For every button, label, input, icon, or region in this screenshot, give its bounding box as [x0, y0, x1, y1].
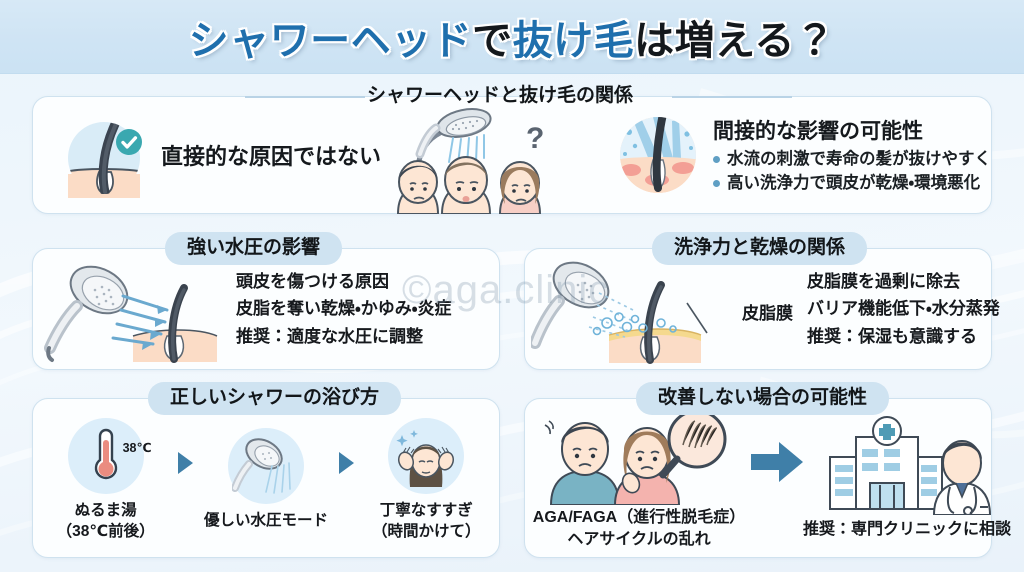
- panel-strong-water-pressure: 頭皮を傷つける原因 皮脂を奪い乾燥・かゆみ・炎症 推奨：適度な水圧に調整: [32, 248, 500, 370]
- step-gentle-pressure: 優しい水圧モード: [204, 428, 328, 531]
- panel2-line-3: 推奨：適度な水圧に調整: [236, 326, 423, 346]
- title-bar: シャワーヘッドで抜け毛は増える？: [0, 0, 1024, 74]
- step-2-circle: [227, 428, 304, 505]
- step-careful-rinsing: 丁寧なすすぎ （時間かけて）: [365, 418, 487, 542]
- step-2-label: 優しい水圧モード: [204, 511, 328, 531]
- panel1-header-rule-left: [245, 96, 365, 98]
- panel1-bullet-2: 高い洗浄力で頭皮が乾燥・環境悪化: [727, 173, 981, 192]
- irritated-hair-follicle-icon: [620, 117, 696, 193]
- panel-correct-shower-method: 38℃ ぬるま湯 （38℃前後）: [32, 398, 500, 558]
- panel3-line-3: 推奨：保湿も意識する: [807, 326, 977, 346]
- bullet-dot-icon: [713, 179, 720, 187]
- thermometer-icon: [94, 428, 117, 480]
- panel-cleansing-dryness-relation: 皮脂膜 皮脂膜を過剰に除去 バリア機能低下・水分蒸発 推奨：保湿も意識する: [524, 248, 1000, 370]
- showerhead-strong-jets-follicle-icon: [44, 265, 218, 363]
- page-title: シャワーヘッドで抜け毛は増える？: [189, 8, 836, 66]
- step-1-label-line1: ぬるま湯: [74, 502, 137, 520]
- panel3-header: 洗浄力と乾燥の関係: [652, 232, 868, 265]
- triangle-right-icon: [338, 452, 354, 474]
- step-3-circle: [388, 418, 465, 495]
- step-3-label-line2: （時間かけて）: [372, 522, 481, 540]
- panel1-bullet-list: 水流の刺激で寿命の髪が抜けやすく 高い洗浄力で頭皮が乾燥・環境悪化: [713, 148, 991, 196]
- step-2-label-line1: 優しい水圧モード: [203, 512, 328, 530]
- check-badge-icon: [116, 129, 142, 155]
- panel3-text-block: 皮脂膜を過剰に除去 バリア機能低下・水分蒸発 推奨：保湿も意識する: [807, 268, 1000, 351]
- step-3-label-line1: 丁寧なすすぎ: [379, 502, 473, 520]
- panel1-header: シャワーヘッドと抜け毛の関係: [367, 85, 634, 106]
- list-item: 高い洗浄力で頭皮が乾燥・環境悪化: [713, 172, 991, 196]
- panel-no-improvement-possibility: AGA/FAGA（進行性脱毛症） ヘアサイクルの乱れ: [524, 398, 1011, 558]
- panel5-left-caption: AGA/FAGA（進行性脱毛症） ヘアサイクルの乱れ: [533, 507, 745, 552]
- panel5-right-caption: 推奨：専門クリニックに相談: [803, 520, 1012, 538]
- step-1-label-line2: （38℃前後）: [56, 522, 155, 540]
- panel3-callout-label: 皮脂膜: [742, 304, 793, 323]
- step-1-badge: 38℃: [122, 441, 152, 456]
- step-lukewarm-water: 38℃ ぬるま湯 （38℃前後）: [45, 418, 167, 542]
- arrow-right-icon: [749, 440, 805, 489]
- title-segment-4: は増える？: [634, 18, 836, 63]
- panel1-left-caption: 直接的な原因ではない: [161, 144, 382, 169]
- panel2-header: 強い水圧の影響: [165, 232, 343, 265]
- title-segment-2: で: [472, 18, 513, 63]
- panel2-line-2: 皮脂を奪い乾燥・かゆみ・炎症: [236, 299, 452, 319]
- panel5-caption-line1: AGA/FAGA（進行性脱毛症）: [532, 508, 746, 526]
- worried-man-and-woman-with-magnifier-icon: [544, 409, 727, 505]
- triangle-right-icon: [178, 452, 194, 474]
- bullet-dot-icon: [713, 156, 720, 164]
- showerhead-with-three-worried-people-icon: ?: [396, 96, 607, 214]
- title-segment-3: 抜け毛: [512, 18, 635, 63]
- panel-shower-hairloss-relation: 直接的な原因ではない: [32, 96, 992, 214]
- panel1-header-rule-right: [672, 96, 792, 98]
- panel2-line-1: 頭皮を傷つける原因: [236, 271, 389, 291]
- healthy-hair-follicle-icon: [68, 122, 142, 198]
- panel5-caption-line2: ヘアサイクルの乱れ: [567, 531, 711, 548]
- list-item: 水流の刺激で寿命の髪が抜けやすく: [713, 148, 991, 172]
- panel1-right-heading: 間接的な影響の可能性: [713, 119, 923, 143]
- showerhead-gentle-icon: [231, 438, 291, 495]
- panel4-header: 正しいシャワーの浴び方: [148, 382, 402, 415]
- panel3-line-1: 皮脂膜を過剰に除去: [807, 271, 960, 291]
- step-1-circle: 38℃: [67, 418, 152, 495]
- woman-rinsing-hair-icon: [396, 430, 455, 488]
- hospital-and-doctor-icon: [829, 415, 992, 515]
- step-3-label: 丁寧なすすぎ （時間かけて）: [372, 501, 481, 542]
- panel1-bullet-1: 水流の刺激で寿命の髪が抜けやすく: [727, 149, 991, 168]
- question-mark-label: ?: [526, 122, 544, 155]
- panel2-text-block: 頭皮を傷つける原因 皮脂を奪い乾燥・かゆみ・炎症 推奨：適度な水圧に調整: [236, 268, 452, 351]
- panel5-header: 改善しない場合の可能性: [636, 382, 890, 415]
- title-segment-1: シャワーヘッド: [188, 18, 473, 63]
- panel3-line-2: バリア機能低下・水分蒸発: [807, 299, 1000, 319]
- showerhead-bubbles-follicle-icon: [531, 261, 708, 364]
- step-1-label: ぬるま湯 （38℃前後）: [57, 501, 155, 542]
